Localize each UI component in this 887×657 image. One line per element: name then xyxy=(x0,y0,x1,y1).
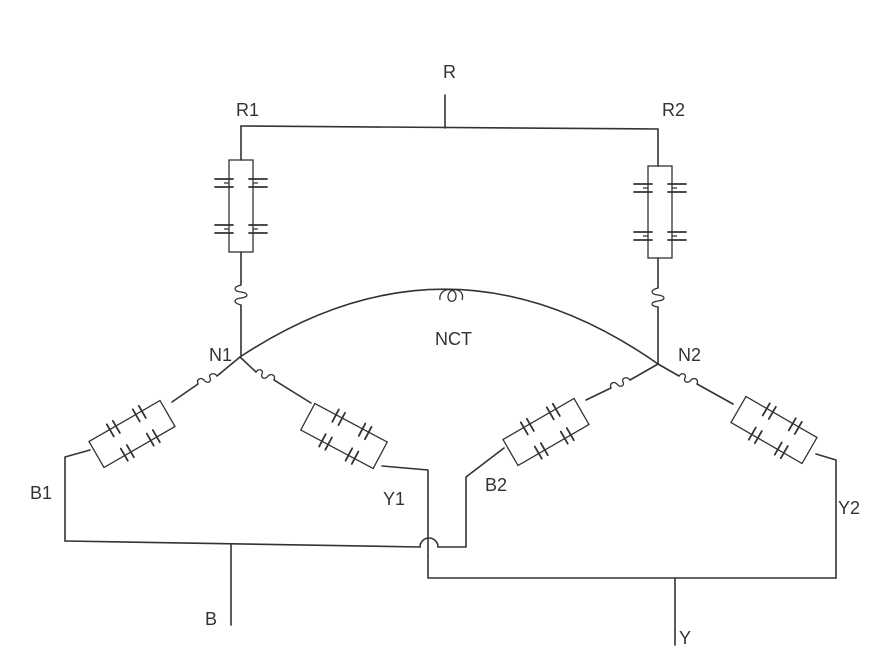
label-r1: R1 xyxy=(236,100,259,120)
wire-b1-coil-unit xyxy=(171,383,199,403)
capacitor-unit-r1 xyxy=(214,159,268,253)
label-r2: R2 xyxy=(662,100,685,120)
wire-y2-drop xyxy=(815,453,837,579)
capacitor-unit-b2 xyxy=(502,397,590,467)
wire-n1-b1 xyxy=(216,356,241,377)
reactor-coil-b1 xyxy=(196,373,218,385)
crossover-arc xyxy=(419,537,439,548)
wire-y1-drop xyxy=(381,465,429,534)
capacitor-unit-b1 xyxy=(88,399,176,469)
label-y2: Y2 xyxy=(838,498,860,518)
wire-y2-coil-unit xyxy=(696,383,734,405)
capacitor-unit-y1 xyxy=(299,402,389,470)
wire-n2-y2 xyxy=(657,363,680,377)
label-n1: N1 xyxy=(209,345,232,365)
wire-b1-drop xyxy=(64,449,91,542)
label-y: Y xyxy=(679,628,691,648)
wire-b2-drop xyxy=(437,447,505,548)
label-n2: N2 xyxy=(678,345,701,365)
label-y1: Y1 xyxy=(383,489,405,509)
wire-n1-y1 xyxy=(239,356,257,373)
capacitor-unit-r2 xyxy=(633,165,687,259)
label-b2: B2 xyxy=(485,475,507,495)
reactor-coil-r2 xyxy=(651,287,665,308)
wire-y1-coil-unit xyxy=(273,379,312,404)
reactor-coil-b2 xyxy=(609,377,631,389)
reactor-coil-r1 xyxy=(234,284,248,306)
label-b1: B1 xyxy=(30,483,52,503)
label-b: B xyxy=(205,609,217,629)
b-phase-bus xyxy=(64,540,421,626)
r-phase-bus xyxy=(240,94,659,167)
nct-current-transformer xyxy=(439,289,464,303)
label-r: R xyxy=(443,62,456,82)
wire-b2-coil-unit xyxy=(585,387,612,401)
reactor-coil-y1 xyxy=(255,369,276,381)
reactor-coil-y2 xyxy=(678,373,699,385)
wire-n2-b2 xyxy=(629,363,659,381)
label-nct: NCT xyxy=(435,329,472,349)
capacitor-unit-y2 xyxy=(730,395,818,465)
y-phase-bus xyxy=(427,555,837,646)
